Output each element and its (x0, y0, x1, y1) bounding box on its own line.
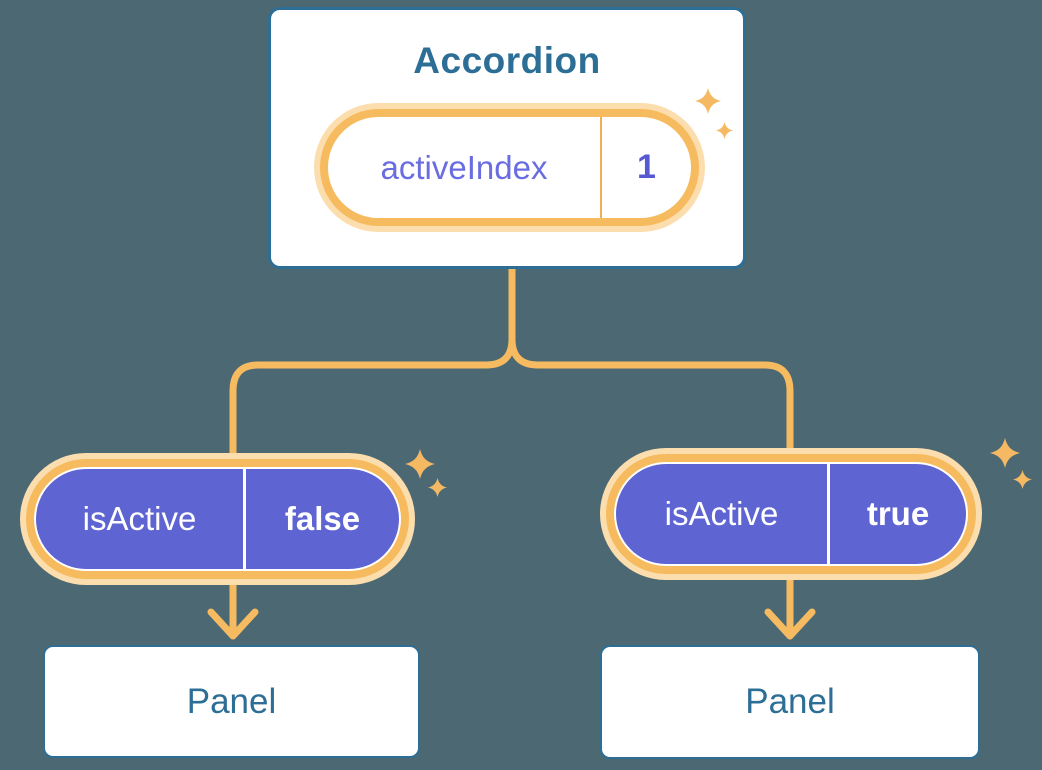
sparkle-small-icon (428, 478, 447, 497)
prop-value-label: true (866, 495, 930, 532)
prop-pill-left: isActive false (20, 453, 415, 585)
prop-pill-left-body: isActive false (34, 467, 401, 571)
state-badge-ring: activeIndex 1 (320, 109, 699, 226)
accordion-card: Accordion activeIndex 1 (268, 7, 746, 269)
state-value-label: 1 (637, 148, 656, 186)
arrowhead-right-icon (764, 608, 816, 640)
panel-right-label: Panel (745, 682, 835, 721)
prop-pill-divider (243, 469, 246, 569)
state-name-label: activeIndex (380, 148, 548, 186)
arrowhead-left-icon (207, 608, 259, 640)
prop-pill-divider (827, 464, 830, 564)
prop-value-label: false (284, 500, 361, 537)
state-badge: activeIndex 1 (314, 103, 705, 232)
prop-pill-right: isActive true (600, 448, 982, 580)
state-badge-divider (600, 117, 602, 218)
prop-name-label: isActive (82, 500, 197, 537)
sparkle-large-icon (990, 438, 1020, 468)
prop-pill-right-ring: isActive true (606, 454, 976, 574)
accordion-card-title: Accordion (413, 40, 601, 81)
prop-pill-left-ring: isActive false (26, 459, 409, 579)
sparkle-large-icon (405, 449, 435, 479)
sparkle-large-icon (695, 88, 721, 114)
sparkle-small-icon (716, 122, 733, 139)
panel-right: Panel (600, 645, 980, 759)
sparkle-small-icon (1013, 470, 1032, 489)
panel-left-label: Panel (186, 681, 277, 721)
prop-name-label: isActive (664, 495, 779, 532)
panel-left: Panel (43, 645, 420, 758)
connector-right-branch (508, 265, 794, 634)
prop-pill-right-body: isActive true (614, 462, 968, 566)
